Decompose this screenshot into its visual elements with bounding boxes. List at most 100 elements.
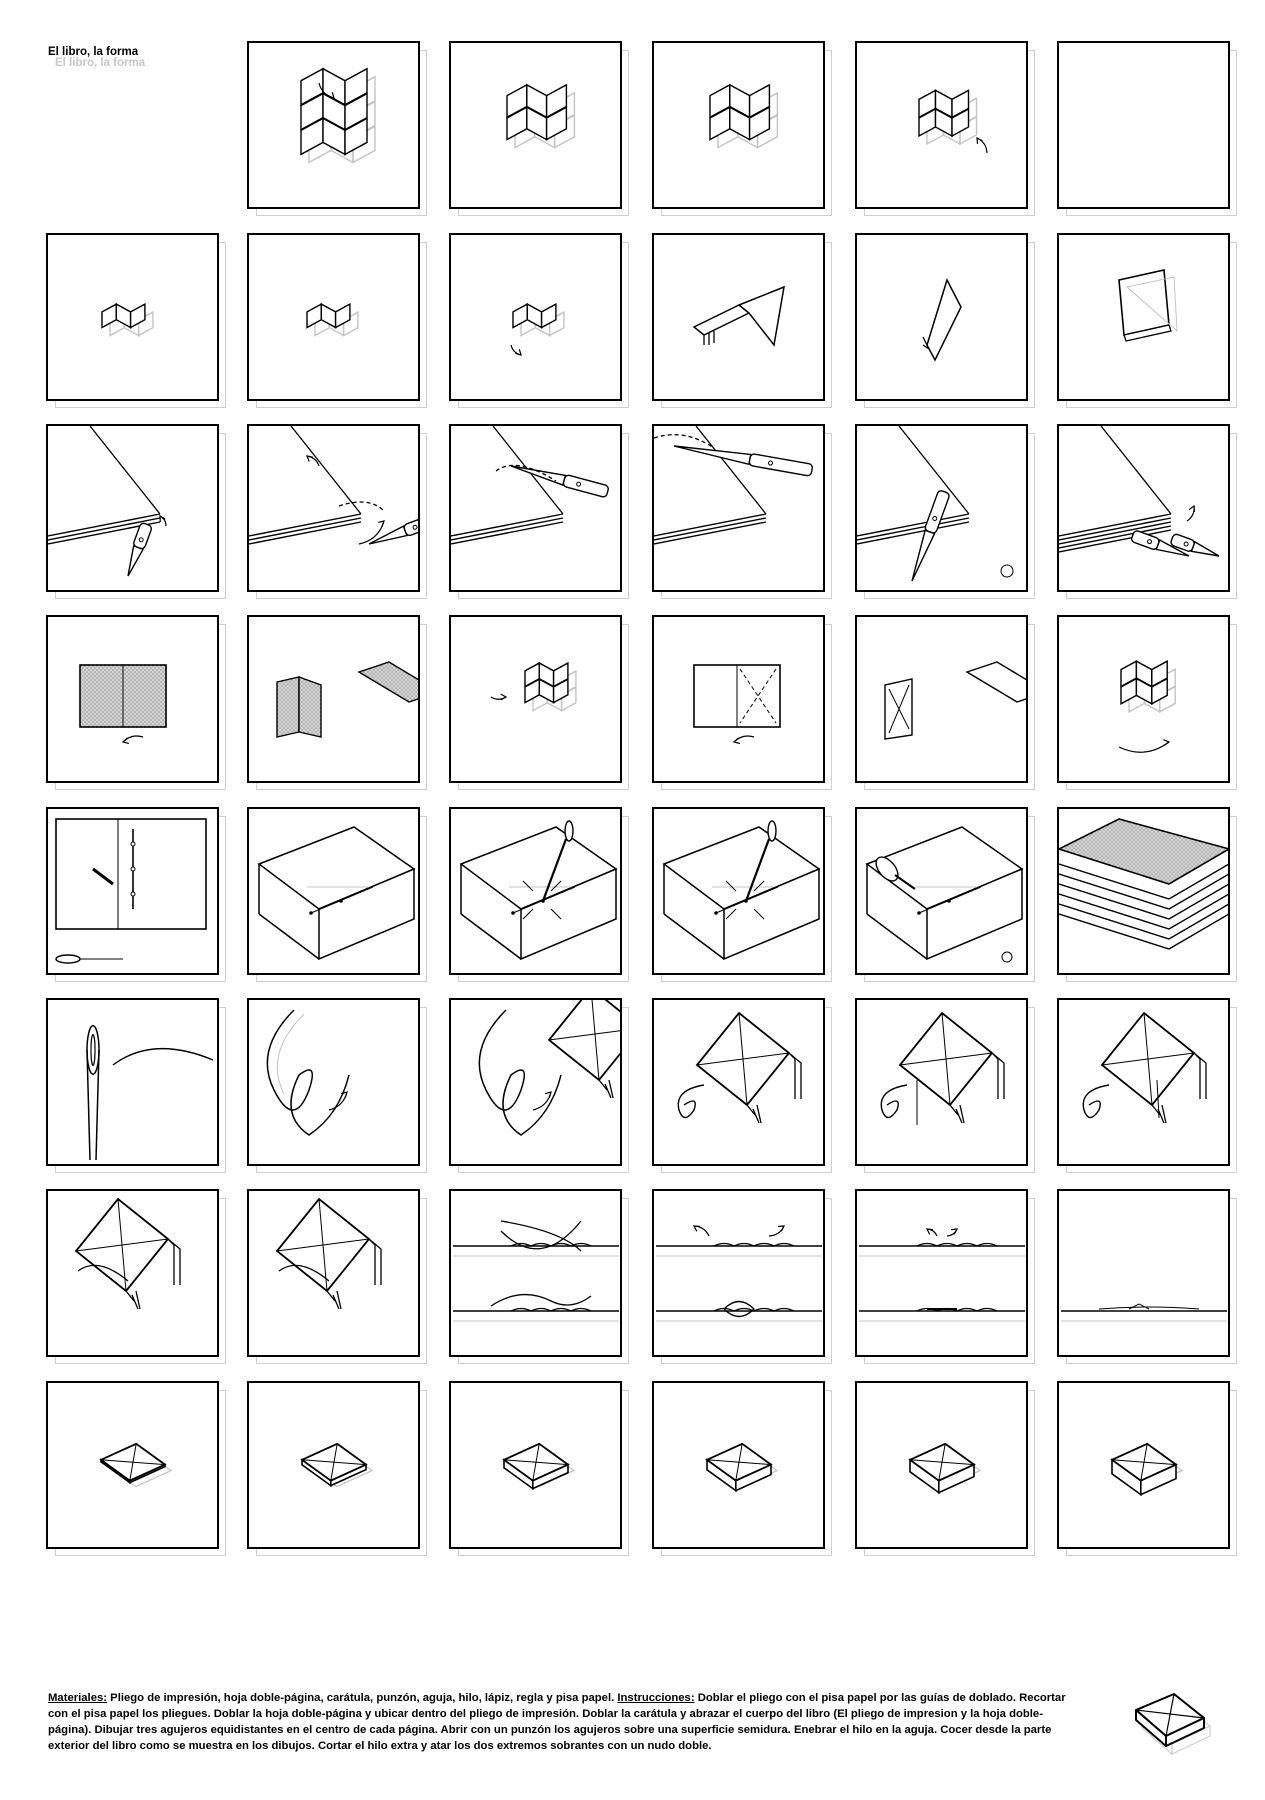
step-drawing [654,617,823,781]
step-illustration [855,1381,1028,1549]
panel-frame [1057,1381,1230,1549]
step-drawing [654,1191,823,1355]
panel-frame [449,807,622,975]
panel-frame [1057,424,1230,592]
step-illustration [449,41,622,209]
step-drawing [857,617,1026,781]
step-drawing [451,43,620,207]
step-drawing [654,43,823,207]
step-illustration [46,233,219,401]
step-drawing [451,1000,620,1164]
step-illustration [449,807,622,975]
panel-frame [1057,233,1230,401]
step-illustration [46,1189,219,1357]
step-drawing [654,426,823,590]
panel-frame [652,233,825,401]
step-illustration [247,807,420,975]
panel-frame [652,998,825,1166]
instructions-footer: Materiales: Pliego de impresión, hoja do… [48,1690,1078,1754]
panel-frame [449,998,622,1166]
step-drawing [1059,1191,1228,1355]
step-illustration [855,424,1028,592]
step-drawing [857,1191,1026,1355]
step-drawing [1059,809,1228,973]
step-drawing [451,235,620,399]
panel-frame [46,233,219,401]
panel-frame [46,807,219,975]
step-illustration [449,998,622,1166]
step-drawing [1059,1383,1228,1547]
panel-frame [46,998,219,1166]
panel-frame [247,233,420,401]
step-illustration [855,41,1028,209]
panel-frame [449,1381,622,1549]
step-illustration [247,998,420,1166]
panel-frame [247,424,420,592]
step-illustration [247,424,420,592]
panel-frame [46,1381,219,1549]
step-drawing [249,43,418,207]
panel-frame [855,233,1028,401]
page-title: El libro, la forma [48,46,138,58]
step-illustration [1057,424,1230,592]
panel-frame [855,807,1028,975]
step-drawing [48,1383,217,1547]
panel-frame [46,615,219,783]
panel-frame [652,615,825,783]
step-illustration [46,998,219,1166]
step-illustration [449,1381,622,1549]
step-drawing [654,1000,823,1164]
step-illustration [1057,1381,1230,1549]
step-drawing [857,1383,1026,1547]
step-drawing [1059,617,1228,781]
step-illustration [46,807,219,975]
step-illustration [652,41,825,209]
step-drawing [451,809,620,973]
instructions-label: Instrucciones: [617,1692,694,1704]
step-drawing [249,1000,418,1164]
panel-frame [855,998,1028,1166]
step-illustration [1057,41,1230,209]
panel-frame [855,1381,1028,1549]
step-drawing [249,809,418,973]
panel-frame [652,1189,825,1357]
step-illustration [247,1189,420,1357]
step-drawing [1059,1000,1228,1164]
page-title-block: El libro, la forma El libro, la forma [48,46,138,58]
step-drawing [857,235,1026,399]
panel-frame [652,424,825,592]
panel-frame [247,807,420,975]
step-drawing [451,617,620,781]
panel-frame [1057,41,1230,209]
step-drawing [48,426,217,590]
panel-frame [449,1189,622,1357]
step-illustration [1057,807,1230,975]
panel-frame [652,807,825,975]
step-illustration [449,1189,622,1357]
step-illustration [46,424,219,592]
step-drawing [451,426,620,590]
step-illustration [855,807,1028,975]
step-drawing [249,426,418,590]
step-illustration [1057,998,1230,1166]
step-illustration [247,41,420,209]
step-drawing [451,1191,620,1355]
panel-frame [1057,1189,1230,1357]
panel-frame [855,424,1028,592]
step-illustration [247,1381,420,1549]
step-illustration [652,615,825,783]
step-drawing [1059,235,1228,399]
panel-frame [449,233,622,401]
step-illustration [449,424,622,592]
step-illustration [247,615,420,783]
panel-frame [247,1189,420,1357]
panel-frame [46,424,219,592]
step-drawing [1059,43,1228,207]
panel-frame [449,615,622,783]
step-drawing [451,1383,620,1547]
materials-text: Pliego de impresión, hoja doble-página, … [107,1692,617,1704]
step-drawing [654,235,823,399]
step-drawing [249,1191,418,1355]
panel-frame [1057,998,1230,1166]
step-illustration [46,1381,219,1549]
